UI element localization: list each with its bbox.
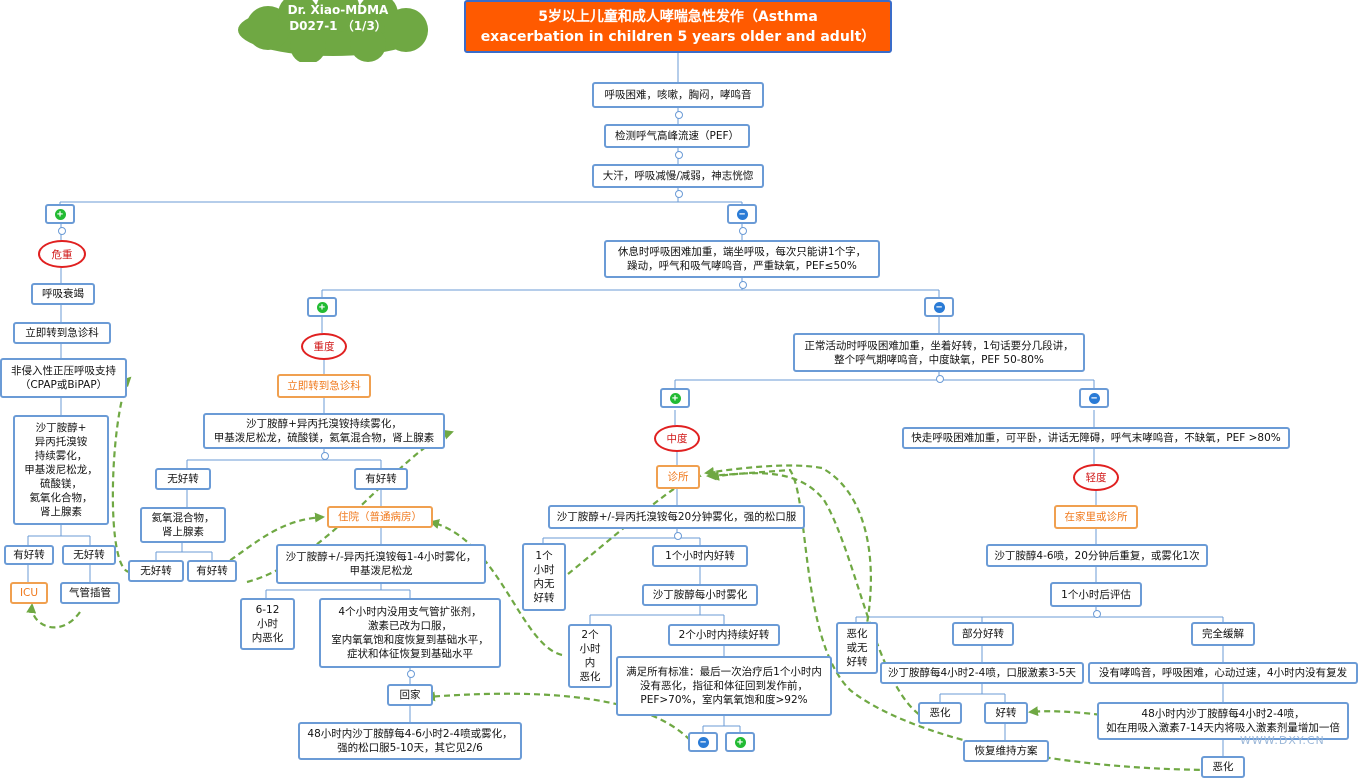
criteria-no-minus-icon[interactable]: −: [688, 732, 718, 752]
clinic-node[interactable]: 诊所: [656, 465, 700, 489]
partial-worse-node[interactable]: 恶化: [918, 702, 962, 724]
moderate-yes-plus-icon[interactable]: +: [660, 388, 690, 408]
critical-yes-plus-icon[interactable]: +: [45, 204, 75, 224]
sustained-2h-node[interactable]: 2个小时内持续好转: [668, 624, 780, 646]
severe-no-minus-icon[interactable]: −: [924, 297, 954, 317]
danger-signs-node[interactable]: 大汗，呼吸减慢/减弱，神志恍惚: [592, 164, 764, 188]
go-home-node[interactable]: 回家: [387, 684, 433, 706]
collapse-dot[interactable]: [674, 532, 682, 540]
worse-or-none-node[interactable]: 恶化 或无 好转: [836, 622, 878, 674]
severity-critical-oval: 危重: [38, 240, 86, 268]
moderate-no-minus-icon[interactable]: −: [1079, 388, 1109, 408]
worse-2h-node[interactable]: 2个 小时 内 恶化: [568, 624, 612, 688]
home-plan-node[interactable]: 48小时内沙丁胺醇每4-6小时2-4喷或雾化， 强的松口服5-10天，其它见2/…: [298, 722, 522, 760]
moderate-drugs-node[interactable]: 沙丁胺醇+/-异丙托溴铵每20分钟雾化，强的松口服: [548, 505, 805, 529]
severe-to-er-node[interactable]: 立即转到急诊科: [277, 374, 371, 398]
collapse-dot[interactable]: [321, 452, 329, 460]
ward-drugs-node[interactable]: 沙丁胺醇+/-异丙托溴铵每1-4小时雾化， 甲基泼尼松龙: [276, 544, 486, 584]
followup-plan-node[interactable]: 48小时内沙丁胺醇每4小时2-4喷， 如在用吸入激素7-14天内将吸入激素剂量增…: [1097, 702, 1349, 740]
partial-better-node[interactable]: 好转: [984, 702, 1028, 724]
collapse-dot[interactable]: [739, 281, 747, 289]
collapse-dot[interactable]: [675, 151, 683, 159]
symptoms-node[interactable]: 呼吸困难，咳嗽，胸闷，哮鸣音: [592, 82, 764, 108]
collapse-dot[interactable]: [675, 111, 683, 119]
icu-node[interactable]: ICU: [10, 582, 48, 604]
worse-6-12h-node[interactable]: 6-12 小时 内恶化: [240, 598, 295, 650]
mild-drugs-node[interactable]: 沙丁胺醇4-6喷，20分钟后重复，或雾化1次: [986, 544, 1208, 567]
critical-no-minus-icon[interactable]: −: [727, 204, 757, 224]
critical-not-improved-node[interactable]: 无好转: [62, 545, 116, 565]
collapse-dot[interactable]: [936, 375, 944, 383]
heliox-node[interactable]: 氦氧混合物， 肾上腺素: [140, 507, 226, 543]
maintenance-node[interactable]: 恢复维持方案: [963, 740, 1049, 762]
severe-drugs-node[interactable]: 沙丁胺醇+异丙托溴铵持续雾化， 甲基泼尼松龙，硫酸镁，氦氧混合物，肾上腺素: [203, 413, 445, 449]
severity-severe-oval: 重度: [301, 333, 347, 360]
heliox-not-improved-node[interactable]: 无好转: [128, 560, 184, 582]
complete-check-node[interactable]: 没有哮鸣音，呼吸困难，心动过速，4小时内没有复发: [1088, 662, 1358, 684]
collapse-dot[interactable]: [58, 227, 66, 235]
niv-support-node[interactable]: 非侵入性正压呼吸支持 （CPAP或BiPAP）: [0, 358, 127, 398]
partial-plan-node[interactable]: 沙丁胺醇每4小时2-4喷，口服激素3-5天: [880, 662, 1084, 684]
severe-not-improved-node[interactable]: 无好转: [155, 468, 211, 490]
collapse-dot[interactable]: [407, 670, 415, 678]
improve-1h-node[interactable]: 1个小时内好转: [652, 545, 748, 567]
respiratory-failure-node[interactable]: 呼吸衰竭: [31, 283, 95, 305]
critical-to-er-node[interactable]: 立即转到急诊科: [13, 322, 111, 344]
discharge-criteria-node[interactable]: 满足所有标准：最后一次治疗后1个小时内 没有恶化，指征和体征回到发作前， PEF…: [616, 656, 832, 716]
hourly-nebulizer-node[interactable]: 沙丁胺醇每小时雾化: [642, 584, 758, 606]
mild-criteria-node[interactable]: 快走呼吸困难加重，可平卧，讲话无障碍，呼气末哮鸣音，不缺氧，PEF >80%: [902, 427, 1290, 449]
severity-mild-oval: 轻度: [1073, 464, 1119, 491]
watermark-text: WWW.DXY.CN: [1240, 734, 1325, 747]
criteria-yes-plus-icon[interactable]: +: [725, 732, 755, 752]
no-improve-1h-node[interactable]: 1个 小时 内无 好转: [522, 543, 566, 611]
critical-improved-node[interactable]: 有好转: [4, 545, 54, 565]
severity-moderate-oval: 中度: [654, 425, 700, 452]
intubation-node[interactable]: 气管插管: [60, 582, 120, 604]
collapse-dot[interactable]: [739, 227, 747, 235]
complete-remission-node[interactable]: 完全缓解: [1191, 622, 1255, 646]
final-worse-node[interactable]: 恶化: [1201, 756, 1245, 778]
severe-yes-plus-icon[interactable]: +: [307, 297, 337, 317]
partial-improve-node[interactable]: 部分好转: [952, 622, 1014, 646]
critical-drugs-node[interactable]: 沙丁胺醇+ 异丙托溴铵 持续雾化， 甲基泼尼松龙， 硫酸镁， 氦氧化合物， 肾上…: [13, 415, 109, 525]
severe-criteria-node[interactable]: 休息时呼吸困难加重，端坐呼吸，每次只能讲1个字， 躁动，呼气和吸气哮鸣音，严重缺…: [604, 240, 880, 278]
reassess-1h-node[interactable]: 1个小时后评估: [1050, 582, 1142, 607]
moderate-criteria-node[interactable]: 正常活动时呼吸困难加重，坐着好转，1句话要分几段讲， 整个呼气期哮鸣音，中度缺氧…: [793, 333, 1085, 372]
stable-4h-criteria-node[interactable]: 4个小时内没用支气管扩张剂， 激素已改为口服， 室内氧氧饱和度恢复到基础水平， …: [319, 598, 501, 668]
pef-test-node[interactable]: 检测呼气高峰流速（PEF）: [604, 124, 750, 148]
home-or-clinic-node[interactable]: 在家里或诊所: [1054, 505, 1138, 529]
collapse-dot[interactable]: [675, 190, 683, 198]
heliox-improved-node[interactable]: 有好转: [187, 560, 237, 582]
ward-admission-node[interactable]: 住院（普通病房）: [327, 506, 433, 528]
page-title: 5岁以上儿童和成人哮喘急性发作（Asthma exacerbation in c…: [464, 0, 892, 53]
severe-improved-node[interactable]: 有好转: [354, 468, 408, 490]
collapse-dot[interactable]: [1093, 610, 1101, 618]
author-label: Dr. Xiao-MDMA D027-1 （1/3）: [287, 3, 389, 33]
author-cloud-shape: [238, 0, 428, 62]
